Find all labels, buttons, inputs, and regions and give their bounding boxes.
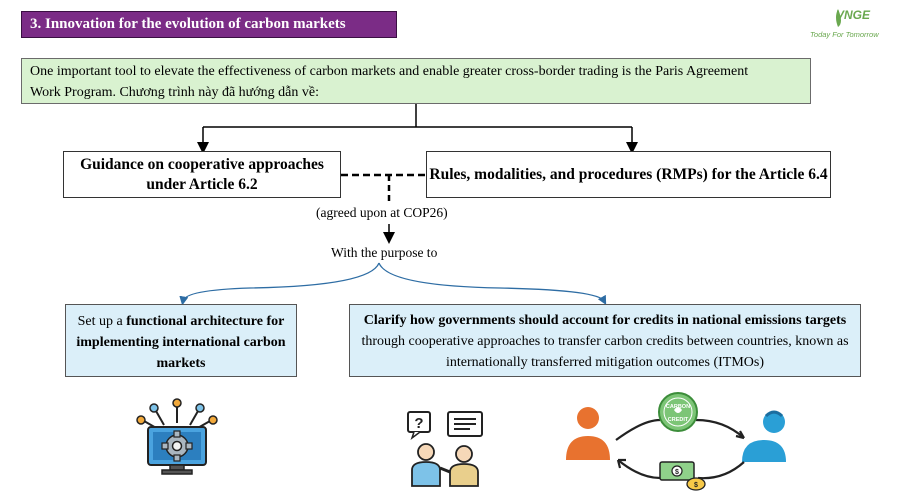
carbon-credit-badge-icon: CARBON CREDIT bbox=[658, 392, 698, 432]
svg-text:$: $ bbox=[675, 469, 679, 476]
article-6-4-text: Rules, modalities, and procedures (RMPs)… bbox=[429, 165, 828, 183]
badge-text-top: CARBON bbox=[666, 404, 690, 410]
logo-leaf-icon bbox=[836, 9, 841, 27]
article-6-4-box: Rules, modalities, and procedures (RMPs)… bbox=[426, 151, 831, 198]
purpose-box-right: Clarify how governments should account f… bbox=[349, 304, 861, 377]
carbon-credit-exchange-icon: CARBON CREDIT $ $ bbox=[566, 392, 786, 491]
agreement-note: (agreed upon at COP26) bbox=[316, 205, 448, 220]
logo-brand: VNGE bbox=[836, 8, 871, 22]
purpose-left-pre: Set up a bbox=[77, 314, 127, 329]
purpose-right-bold: Clarify how governments should account f… bbox=[363, 313, 847, 328]
gear-monitor-icon bbox=[136, 398, 218, 475]
intro-text-line1: One important tool to elevate the effect… bbox=[30, 64, 749, 79]
person-right-icon bbox=[742, 410, 786, 462]
section-title: 3. Innovation for the evolution of carbo… bbox=[21, 11, 397, 38]
intro-box: One important tool to elevate the effect… bbox=[21, 58, 811, 104]
purpose-right-rest: through cooperative approaches to transf… bbox=[361, 334, 849, 370]
people-discussion-icon: ? bbox=[407, 411, 483, 487]
article-6-2-text: Guidance on cooperative approaches under… bbox=[80, 155, 324, 193]
article-6-2-box: Guidance on cooperative approaches under… bbox=[63, 151, 341, 198]
intro-text-line2: Work Program. Chương trình này đã hướng … bbox=[30, 85, 319, 100]
section-title-text: 3. Innovation for the evolution of carbo… bbox=[30, 16, 346, 32]
svg-text:?: ? bbox=[414, 415, 423, 432]
purpose-label: With the purpose to bbox=[331, 245, 438, 260]
purpose-box-left: Set up a functional architecture for imp… bbox=[65, 304, 297, 377]
logo-tagline: Today For Tomorrow bbox=[810, 30, 879, 39]
badge-text-bottom: CREDIT bbox=[668, 417, 689, 423]
cash-coins-icon: $ $ bbox=[659, 461, 706, 491]
svg-text:$: $ bbox=[694, 482, 698, 489]
purpose-left-bold: functional architecture for implementing… bbox=[76, 314, 286, 371]
person-left-icon bbox=[566, 407, 610, 460]
